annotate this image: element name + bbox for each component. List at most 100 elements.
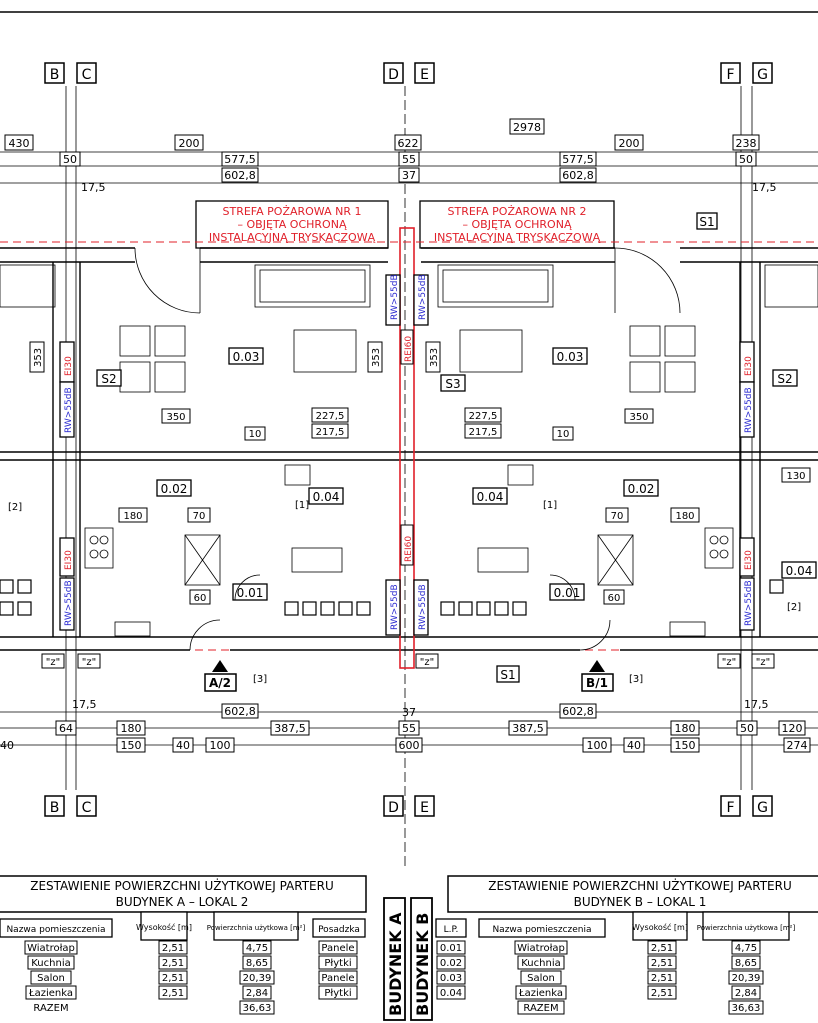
table-cell: 8,65 xyxy=(735,958,757,969)
section-tag: S1 xyxy=(699,215,714,229)
axis-label: B xyxy=(50,67,60,83)
dimensions-top: 430 200 622 2978 200 238 50 577,5 55 577… xyxy=(4,118,777,194)
dim-text: 100 xyxy=(587,739,608,752)
table-cell: 2,51 xyxy=(162,988,184,999)
dim-text: 37 xyxy=(402,706,416,719)
dim-text: 200 xyxy=(619,137,640,150)
dim-text: 17,5 xyxy=(81,181,106,194)
table-cell: 0.04 xyxy=(440,988,462,999)
fire-zone-line: INSTALACYJNĄ TRYSKACZOWĄ xyxy=(434,231,601,244)
table-cell: 2,51 xyxy=(162,973,184,984)
dim-text: 577,5 xyxy=(562,153,594,166)
table-cell: 2,84 xyxy=(246,988,268,999)
axis-label: B xyxy=(50,800,60,816)
dim-text: 55 xyxy=(402,722,416,735)
dim-text: 602,8 xyxy=(224,169,256,182)
table-cell: Wiatrołap xyxy=(27,943,75,954)
table-cell: 20,39 xyxy=(732,973,761,984)
rw-label: RW>55dB xyxy=(744,580,754,626)
rw-label: RW>55dB xyxy=(390,584,400,630)
dim-text: 17,5 xyxy=(72,698,97,711)
section-tag: S1 xyxy=(500,668,515,682)
dim-text: 353 xyxy=(33,348,44,367)
dim-text: 622 xyxy=(398,137,419,150)
dim-text: 387,5 xyxy=(274,722,306,735)
table-cell: Płytki xyxy=(324,988,351,999)
dim-text: 150 xyxy=(675,739,696,752)
dim-text: 274 xyxy=(787,739,808,752)
dim-text: 50 xyxy=(740,722,754,735)
dim-text: 60 xyxy=(608,593,621,604)
building-labels: BUDYNEK A BUDYNEK B xyxy=(383,897,433,1021)
table-cell: Łazienka xyxy=(28,988,73,999)
table-cell: 2,51 xyxy=(651,958,673,969)
table-cell: Panele xyxy=(321,973,354,984)
table-cell: Łazienka xyxy=(518,988,563,999)
dim-text: [1] xyxy=(295,500,309,511)
dim-text: 70 xyxy=(611,511,624,522)
table-total: 36,63 xyxy=(243,1003,272,1014)
dim-text: 150 xyxy=(121,739,142,752)
section-tag: S2 xyxy=(101,372,116,386)
side-wall-labels: EI30 RW>55dB EI30 RW>55dB EI30 RW>55dB E… xyxy=(59,341,755,631)
ei-label: EI30 xyxy=(744,356,754,376)
room-number: 0.01 xyxy=(237,586,264,600)
fire-zone-title: STREFA POŻAROWA NR 2 xyxy=(448,205,587,218)
section-tag: S3 xyxy=(445,377,460,391)
table-subtitle: BUDYNEK A – LOKAL 2 xyxy=(116,895,249,909)
rw-label: RW>55dB xyxy=(64,580,74,626)
dim-text: 17,5 xyxy=(744,698,769,711)
party-wall: RW>55dB RW>55dB RW>55dB RW>55dB REI60 RE… xyxy=(385,227,429,669)
table-header: L.P. xyxy=(444,925,459,935)
entry-markers: A/2 B/1 xyxy=(204,660,614,692)
room-number: 0.01 xyxy=(554,586,581,600)
dim-text: 180 xyxy=(123,511,142,522)
fire-zone-line: – OBJĘTA OCHRONĄ xyxy=(238,218,347,231)
dim-text: "z" xyxy=(46,657,60,668)
axis-label: G xyxy=(757,67,768,83)
table-cell: 0.02 xyxy=(440,958,462,969)
axis-label: D xyxy=(388,800,399,816)
area-table-right: ZESTAWIENIE POWIERZCHNI UŻYTKOWEJ PARTER… xyxy=(435,875,818,1015)
table-cell: Kuchnia xyxy=(31,958,70,969)
rw-label: RW>55dB xyxy=(64,387,74,433)
dim-text: 40 xyxy=(0,739,14,752)
dim-text: "z" xyxy=(756,657,770,668)
table-total-label: RAZEM xyxy=(523,1003,558,1014)
table-cell: 8,65 xyxy=(246,958,268,969)
ei-label: EI30 xyxy=(64,356,74,376)
table-header: Nazwa pomieszczenia xyxy=(492,925,591,935)
entry-label: B/1 xyxy=(586,676,608,690)
table-header: Wysokość [m] xyxy=(632,922,688,932)
table-cell: Płytki xyxy=(324,958,351,969)
table-cell: Salon xyxy=(527,973,555,984)
axis-label: F xyxy=(726,800,734,816)
table-header: Powierzchnia użytkowa [m²] xyxy=(207,924,306,932)
table-cell: Salon xyxy=(37,973,65,984)
area-table-left: ZESTAWIENIE POWIERZCHNI UŻYTKOWEJ PARTER… xyxy=(0,875,367,1015)
dim-text: 130 xyxy=(786,471,805,482)
room-number: 0.04 xyxy=(313,490,340,504)
table-cell: 0.03 xyxy=(440,973,462,984)
dim-text: 353 xyxy=(371,348,382,367)
axis-label: C xyxy=(82,800,92,816)
fire-zone-title: STREFA POŻAROWA NR 1 xyxy=(223,205,362,218)
dim-text: 37 xyxy=(402,169,416,182)
dim-text: 17,5 xyxy=(752,181,777,194)
dim-text: 100 xyxy=(210,739,231,752)
table-cell: 0.01 xyxy=(440,943,462,954)
dim-text: [2] xyxy=(8,502,22,513)
dim-text: 217,5 xyxy=(469,427,498,438)
entry-label: A/2 xyxy=(209,676,231,690)
table-cell: 2,51 xyxy=(162,958,184,969)
fire-zone-line: INSTALACYJNĄ TRYSKACZOWĄ xyxy=(209,231,376,244)
axis-label: C xyxy=(82,67,92,83)
table-cell: 2,51 xyxy=(651,973,673,984)
dim-text: 180 xyxy=(675,722,696,735)
table-cell: 2,51 xyxy=(651,943,673,954)
dim-text: 238 xyxy=(736,137,757,150)
dim-text: 50 xyxy=(739,153,753,166)
dim-text: 577,5 xyxy=(224,153,256,166)
table-cell: 2,51 xyxy=(162,943,184,954)
